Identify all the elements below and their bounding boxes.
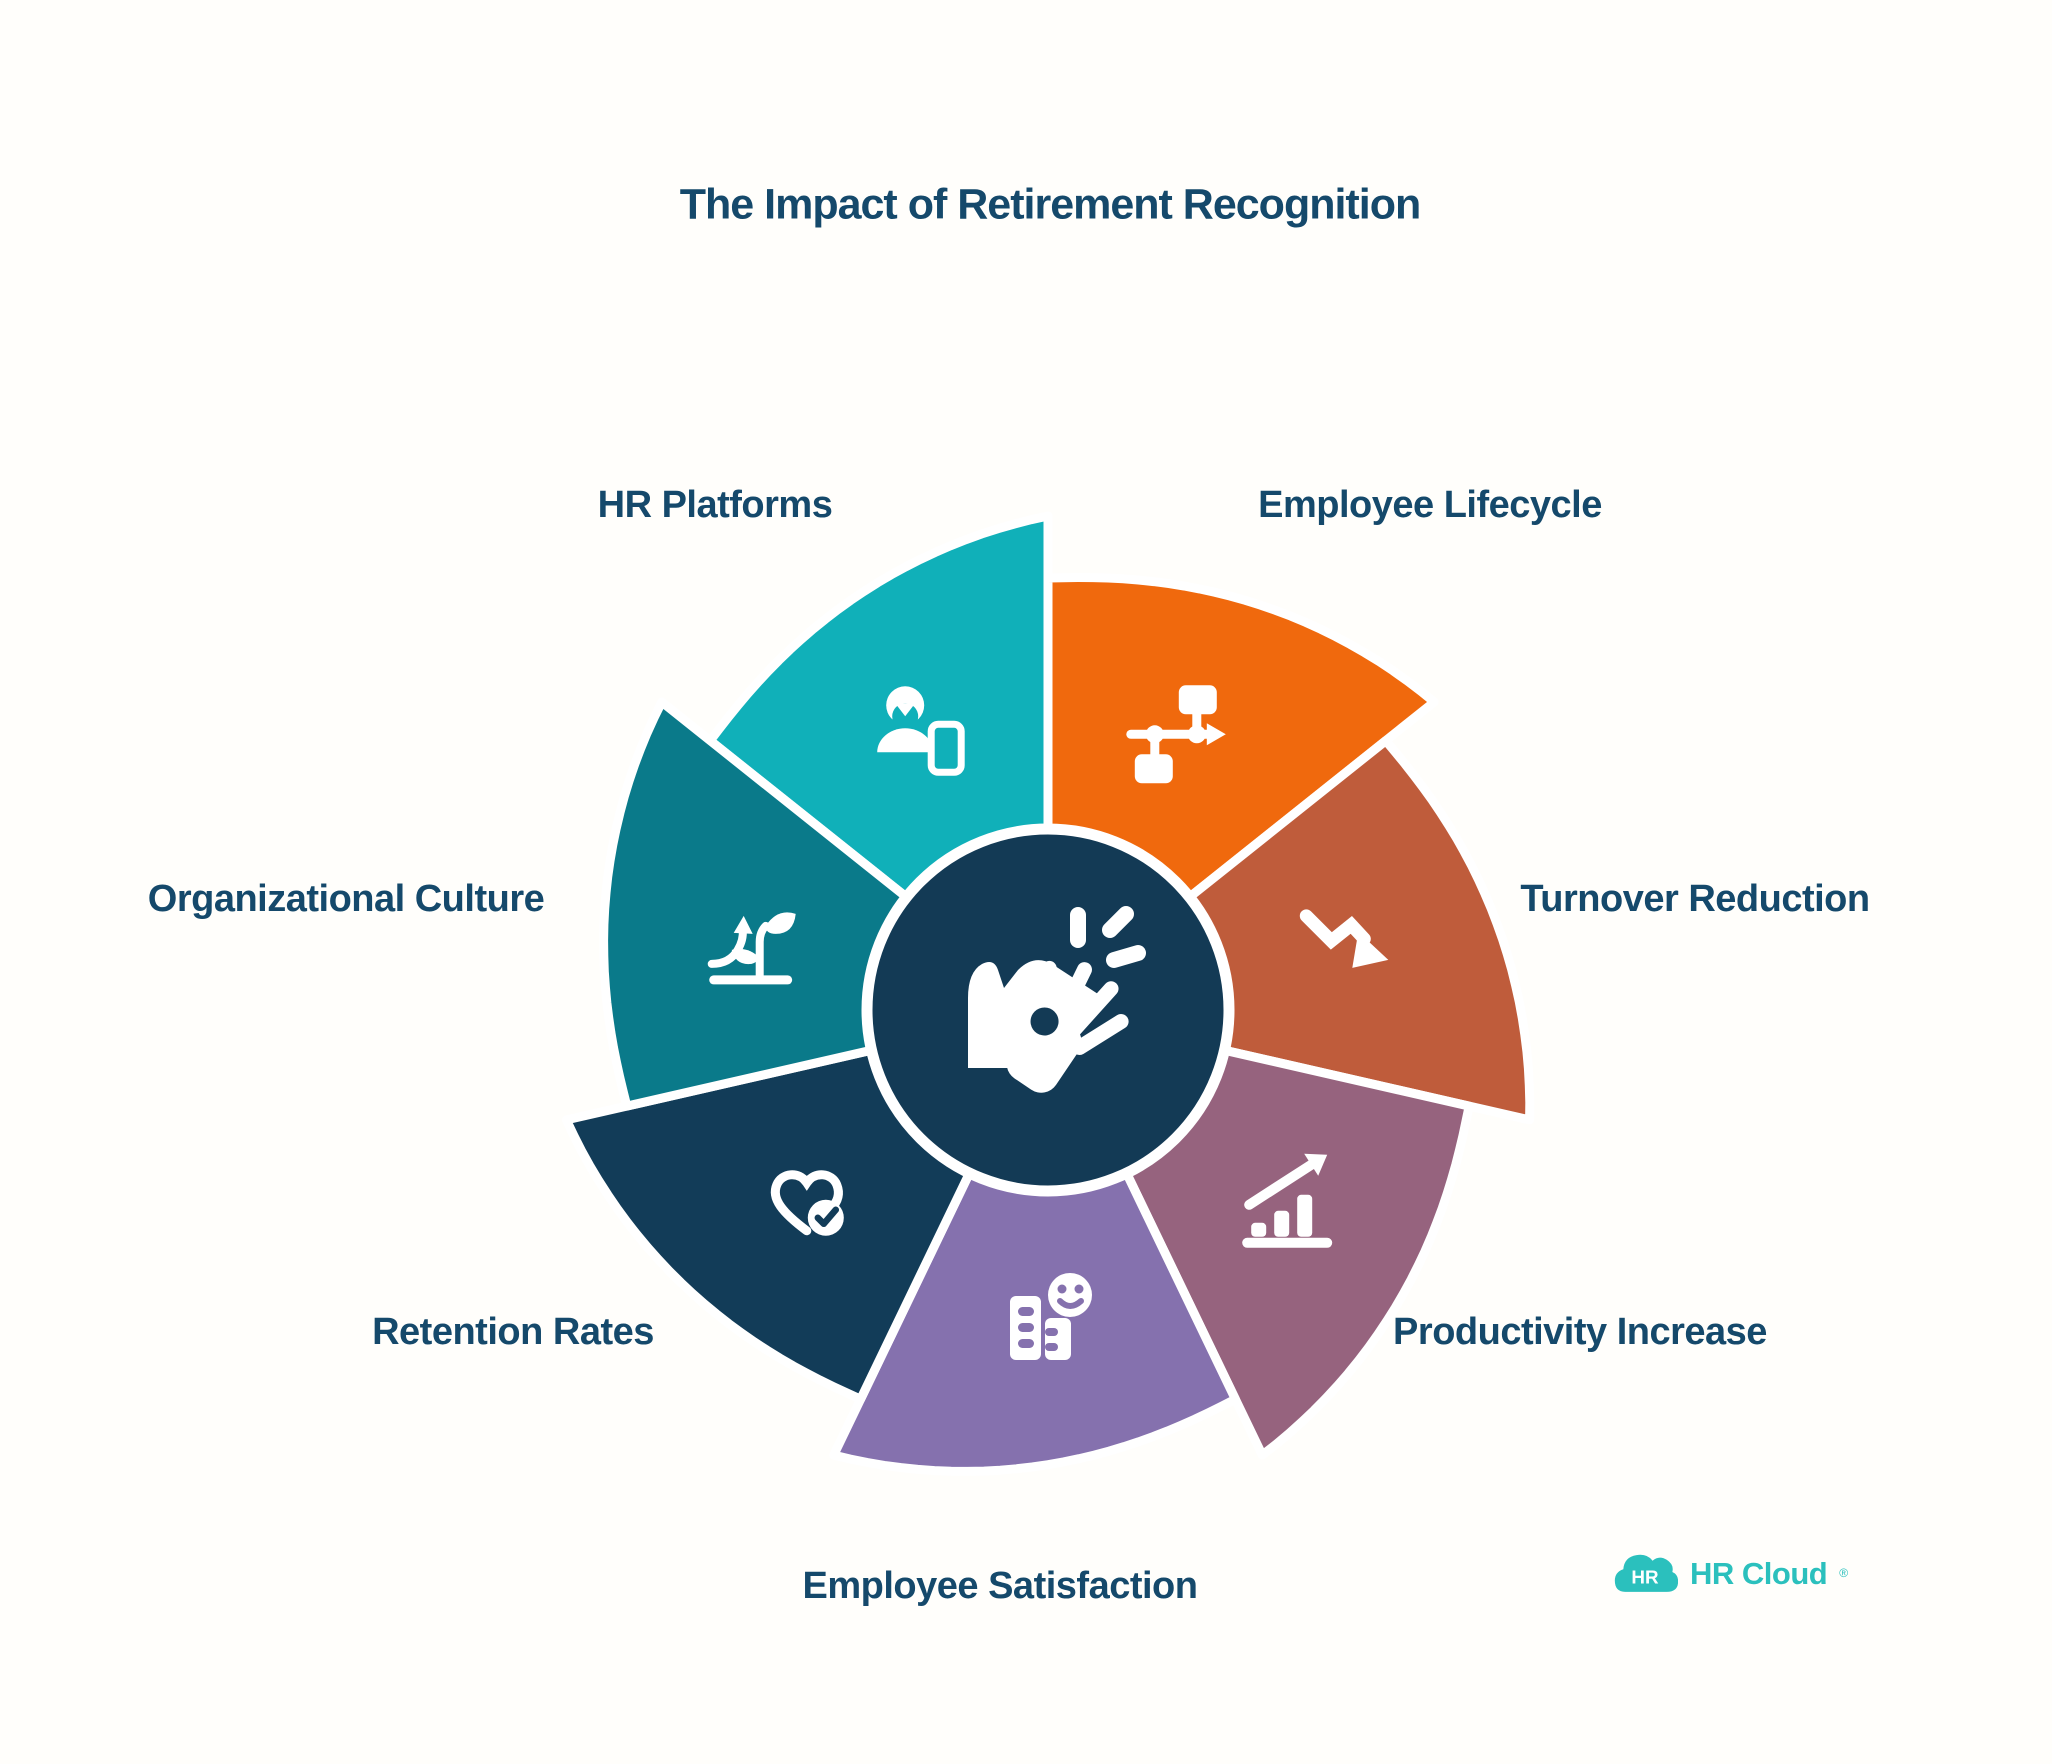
segment-label-hr-platforms: HR Platforms — [597, 484, 833, 527]
cloud-icon: HR — [1614, 1554, 1678, 1592]
growth-plant-icon — [707, 912, 796, 985]
segment-label-turnover-reduction: Turnover Reduction — [1520, 878, 1870, 921]
clapping-hands-icon — [968, 906, 1146, 1093]
logo-text: HR Cloud — [1690, 1555, 1828, 1591]
heart-check-icon — [770, 1170, 844, 1236]
segment-label-employee-lifecycle: Employee Lifecycle — [1258, 484, 1602, 527]
downtrend-arrow-icon — [1299, 909, 1389, 968]
bar-growth-icon — [1242, 1153, 1333, 1248]
segment-label-organizational-culture: Organizational Culture — [147, 878, 545, 921]
segment-label-productivity-increase: Productivity Increase — [1393, 1311, 1767, 1354]
petal-employee-satisfaction — [829, 1005, 1240, 1476]
cloud-badge-text: HR — [1631, 1566, 1659, 1587]
person-phone-icon — [877, 686, 965, 776]
page-title: The Impact of Retirement Recognition — [679, 180, 1421, 229]
building-smiley-icon — [1010, 1273, 1092, 1360]
registered-mark: ® — [1839, 1566, 1849, 1580]
flowchart-icon — [1126, 685, 1226, 784]
segment-label-employee-satisfaction: Employee Satisfaction — [802, 1565, 1198, 1608]
segment-label-retention-rates: Retention Rates — [372, 1311, 654, 1354]
hr-cloud-logo: HR HR Cloud ® — [1612, 1548, 1848, 1598]
